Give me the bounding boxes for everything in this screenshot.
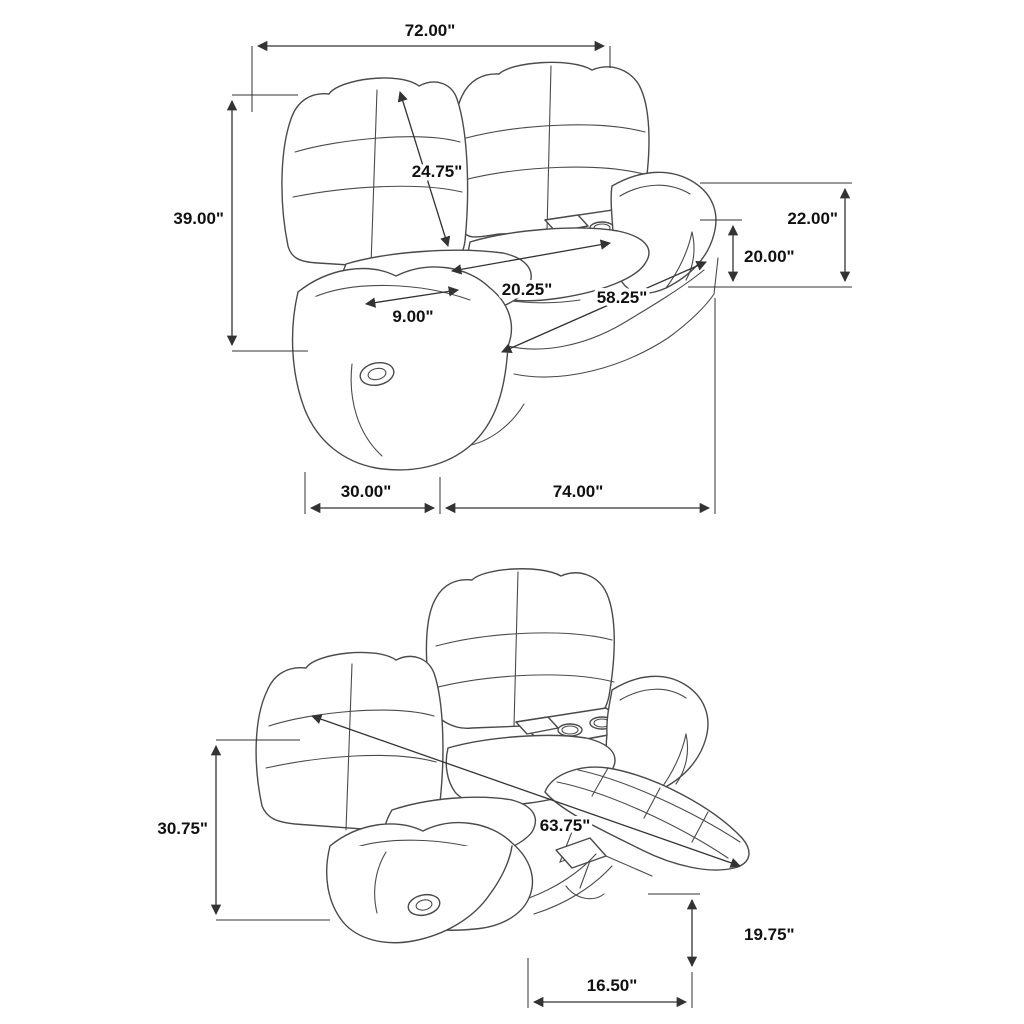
- dim-label-seat-depth: 20.25": [502, 280, 553, 299]
- dim-back-height: 39.00": [170, 94, 308, 352]
- dim-footrest-depth: 16.50": [527, 958, 693, 1008]
- sofa-right-arm-seam: [619, 184, 691, 197]
- sofa-right-back-seam: [463, 166, 648, 181]
- dim-footrest-height: 19.75": [648, 893, 798, 968]
- recliner-handle: [407, 893, 441, 917]
- dim-front-width: 74.00": [444, 298, 716, 514]
- dim-label-footrest-height: 19.75": [744, 925, 795, 944]
- sofa-left-back-seam: [370, 89, 378, 266]
- dim-label-arm-height: 22.00": [787, 209, 838, 228]
- dim-label-footrest-depth: 16.50": [587, 976, 638, 995]
- dim-label-console-height: 20.00": [744, 247, 795, 266]
- reclined-right-arm-seam: [619, 688, 687, 701]
- dim-label-overall-width: 72.00": [405, 21, 456, 40]
- dim-console-height: 20.00": [700, 219, 798, 283]
- sofa-right-base-corner: [713, 257, 719, 295]
- dim-back-cushion-height: 24.75": [397, 91, 466, 247]
- reclined-right-back-seam: [433, 674, 615, 689]
- dim-reclined-length: 63.75": [311, 714, 741, 868]
- dim-reclined-height: 30.75": [154, 739, 330, 921]
- dim-label-back-cushion: 24.75": [412, 162, 463, 181]
- reclined-right-back: [425, 568, 615, 729]
- recliner-handle-inner: [415, 899, 433, 911]
- sofa-closed-view: 72.00" 39.00" 24.75" 22.00" 20.00": [170, 18, 852, 514]
- reclined-right-back-seam: [513, 571, 519, 727]
- recliner-mechanism-bar: [605, 855, 653, 877]
- dim-label-front-width: 74.00": [553, 482, 604, 501]
- sofa-left-arm-body: [291, 291, 509, 471]
- recliner-mechanism-hook: [565, 885, 605, 900]
- dim-label-back-height: 39.00": [173, 209, 224, 228]
- reclined-left-arm-body: [325, 845, 513, 944]
- dim-overall-depth: 30.00": [304, 472, 441, 514]
- dim-overall-width: 72.00": [251, 18, 611, 112]
- recliner-mechanism-plate: [555, 837, 607, 869]
- sofa-left-arm-front-seam: [350, 363, 383, 457]
- dim-seat-thickness: 9.00": [364, 286, 460, 330]
- sofa-left-arm-base: [470, 403, 525, 446]
- reclined-front-rail-lower: [533, 865, 613, 915]
- dim-label-reclined-height: 30.75": [157, 819, 208, 838]
- dim-label-interior-width: 58.25": [597, 288, 648, 307]
- reclined-left-back-seam: [268, 709, 435, 727]
- dim-label-seat-thickness: 9.00": [392, 307, 433, 326]
- dim-label-overall-depth: 30.00": [341, 482, 392, 501]
- sofa-reclined-view: 30.75" 63.75" 19.75" 16.50": [154, 568, 798, 1008]
- recliner-handle: [359, 361, 395, 387]
- dim-interior-width: 58.25": [501, 261, 707, 353]
- reclined-right-back-seam: [435, 632, 613, 647]
- recliner-handle-inner: [367, 367, 387, 381]
- dim-label-reclined-length: 63.75": [540, 816, 591, 835]
- dim-arm-height: 22.00": [688, 182, 852, 288]
- sofa-right-back-seam: [546, 65, 552, 232]
- sofa-right-back-seam: [465, 124, 646, 139]
